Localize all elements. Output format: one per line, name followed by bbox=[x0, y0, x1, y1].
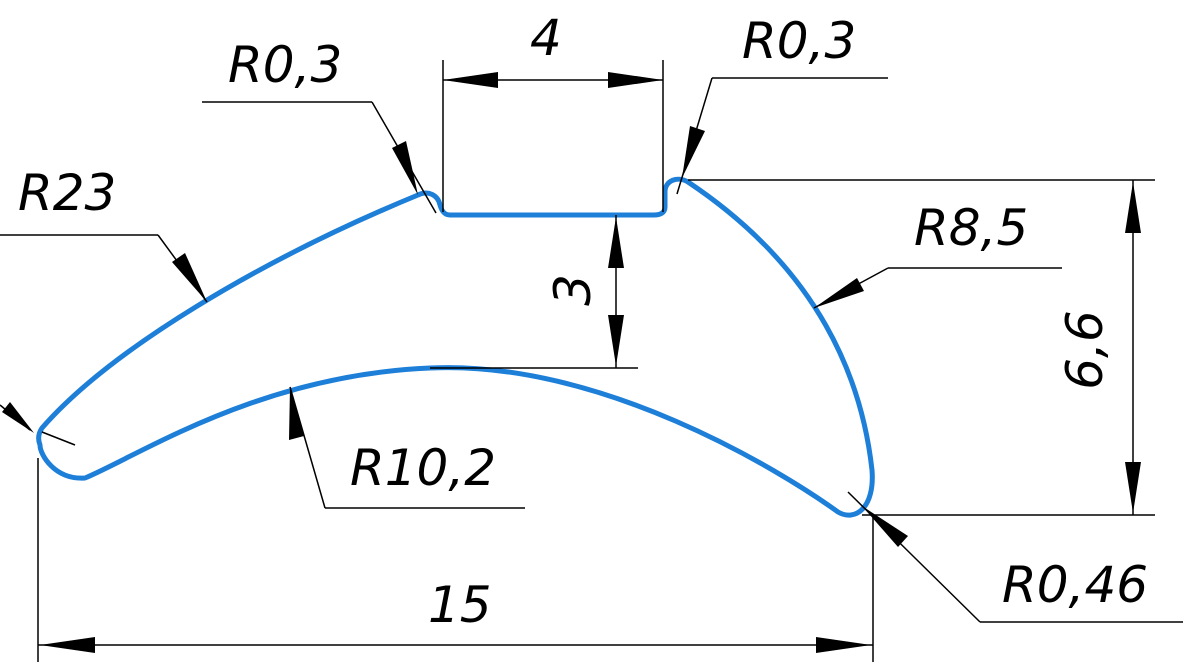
leader-tip-radius: R0,46 bbox=[847, 491, 1183, 623]
dimension-label: 6,6 bbox=[1056, 310, 1114, 390]
center-mark-left bbox=[41, 431, 76, 446]
profile-outline bbox=[36, 176, 875, 518]
leader-inner-radius: R10,2 bbox=[289, 386, 525, 509]
leader-left-corner-radius: R0,3 bbox=[202, 36, 437, 214]
dimension-top-width: 4 bbox=[442, 9, 664, 212]
leader-right-corner-radius: R0,3 bbox=[676, 12, 888, 195]
arrowhead bbox=[172, 253, 207, 302]
arrowhead bbox=[816, 637, 871, 653]
arrowhead bbox=[608, 72, 663, 88]
arrowhead bbox=[608, 217, 624, 268]
arrowhead bbox=[608, 315, 624, 366]
dimension-label: 15 bbox=[428, 576, 492, 634]
dimension-label: 3 bbox=[544, 274, 602, 306]
radius-label: R23 bbox=[18, 164, 116, 222]
leader-right-side-radius: R8,5 bbox=[813, 199, 1062, 309]
radius-label: R0,3 bbox=[228, 36, 342, 94]
arrowhead bbox=[2, 402, 34, 433]
arrowhead bbox=[814, 278, 864, 308]
leader-line bbox=[289, 386, 326, 509]
dimension-label: 4 bbox=[530, 9, 562, 67]
radius-label: R0,46 bbox=[1002, 556, 1148, 614]
arrowhead bbox=[443, 72, 498, 88]
dimension-notch-depth: 3 bbox=[430, 215, 638, 369]
dimension-total-height: 6,6 bbox=[688, 179, 1155, 516]
leader-outer-left-radius: R23 bbox=[0, 164, 208, 303]
arrowhead bbox=[1125, 182, 1141, 233]
radius-label: R8,5 bbox=[914, 199, 1028, 257]
arrowhead bbox=[392, 141, 418, 195]
arrowhead bbox=[682, 126, 705, 178]
radius-label: R10,2 bbox=[350, 439, 496, 497]
arrowhead bbox=[1125, 462, 1141, 513]
radius-label: R0,3 bbox=[742, 12, 856, 70]
dimension-total-width: 15 bbox=[37, 458, 874, 662]
arrowhead bbox=[862, 506, 908, 547]
arrowhead bbox=[289, 387, 304, 440]
arrowhead bbox=[40, 637, 95, 653]
